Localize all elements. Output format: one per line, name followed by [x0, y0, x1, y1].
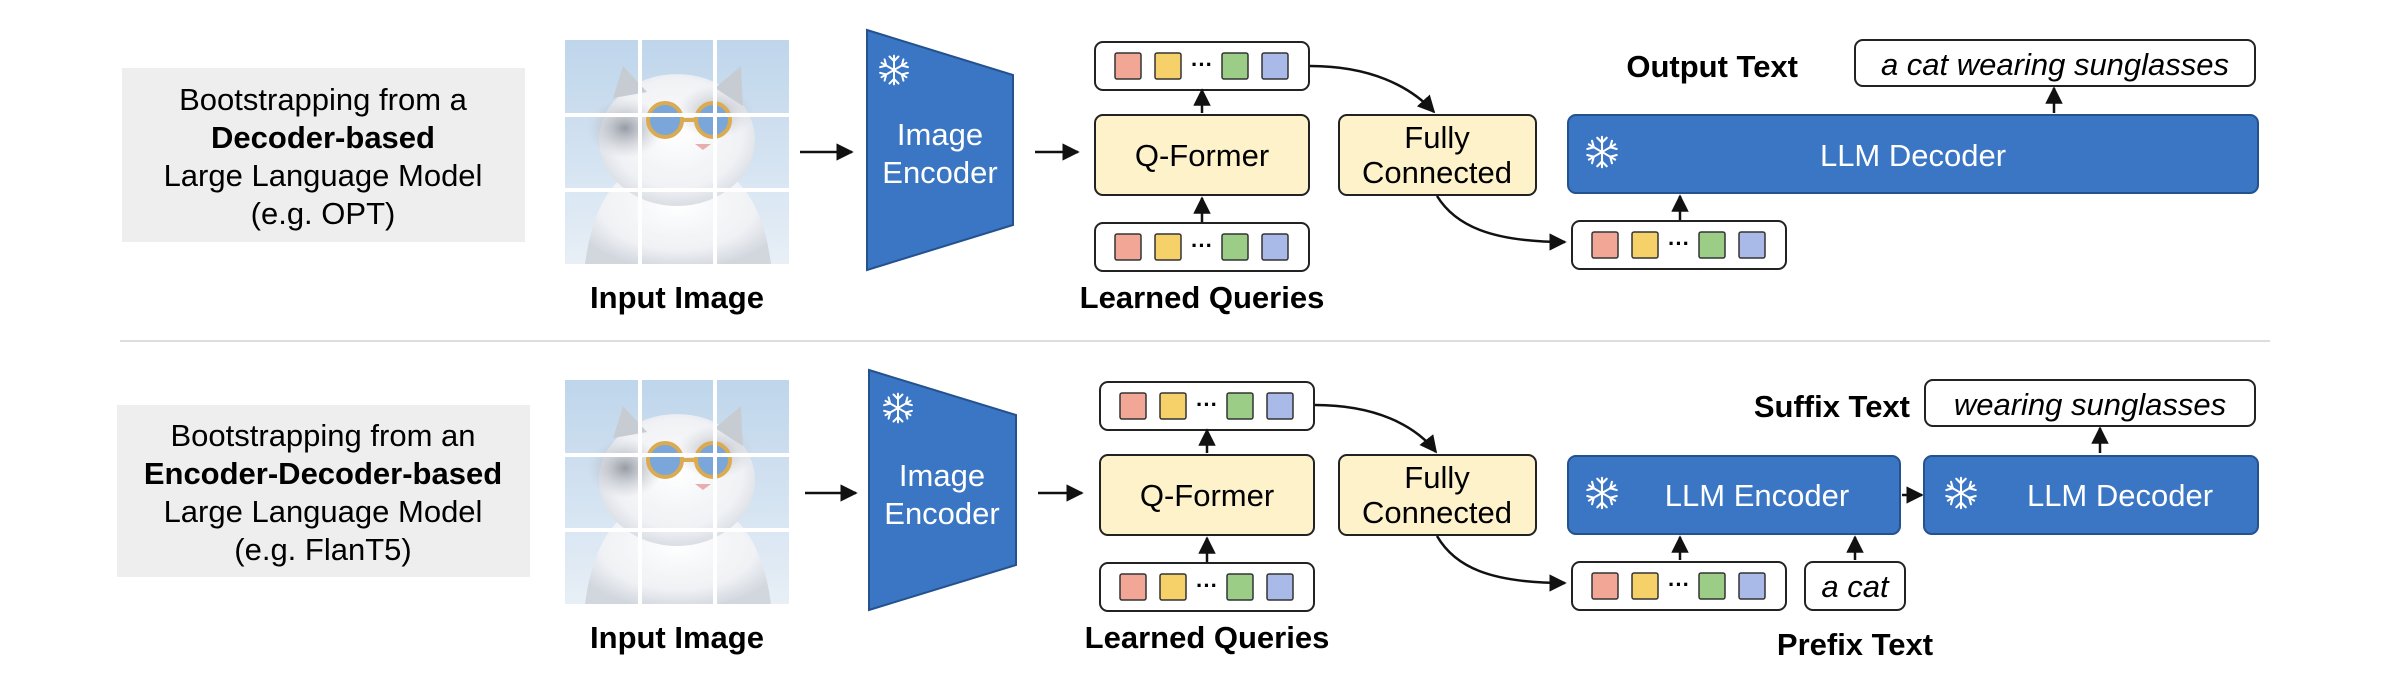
token-vector-frame — [1094, 222, 1310, 272]
query-token — [1154, 52, 1182, 80]
query-token — [1154, 233, 1182, 261]
top-llm-decoder-label: LLM Decoder — [1820, 138, 2006, 173]
query-token — [1266, 392, 1294, 420]
query-token — [1159, 392, 1187, 420]
top-soft-prompt: ··· — [1571, 220, 1787, 270]
query-token — [1631, 231, 1659, 259]
top-llm-decoder — [1567, 114, 2259, 194]
query-ellipsis: ··· — [1191, 233, 1213, 258]
bottom-fc-label-1: Fully — [1404, 460, 1470, 495]
top-caption-line-4: (e.g. OPT) — [251, 196, 396, 231]
query-token — [1221, 52, 1249, 80]
query-ellipsis: ··· — [1196, 573, 1218, 598]
query-token — [1698, 572, 1726, 600]
bottom-caption-line-1: Bootstrapping from an — [170, 418, 475, 453]
bottom-prefix-text-box — [1804, 561, 1906, 611]
query-token — [1738, 572, 1766, 600]
token-vector-frame — [1571, 220, 1787, 270]
token-vector-frame — [1571, 561, 1787, 611]
bottom-llm-encoder-label: LLM Encoder — [1665, 478, 1849, 513]
bottom-llm-encoder — [1567, 455, 1901, 535]
top-qformer-label: Q-Former — [1135, 138, 1269, 173]
bottom-arrow-queries-to-fc — [1314, 403, 1438, 454]
query-token — [1221, 233, 1249, 261]
query-token — [1261, 52, 1289, 80]
bottom-image-encoder-label-2: Encoder — [884, 496, 999, 531]
bottom-qformer-output-queries: ··· — [1099, 381, 1315, 431]
top-caption-line-3: Large Language Model — [164, 158, 483, 193]
top-arrow-queries-to-fc — [1309, 64, 1436, 114]
bottom-qformer — [1099, 454, 1315, 536]
top-learned-queries-label: Learned Queries — [1080, 280, 1325, 315]
top-caption-line-2: Decoder-based — [211, 120, 435, 155]
top-arrow-fc-to-soft-prompt — [1435, 195, 1567, 251]
query-token — [1226, 392, 1254, 420]
query-ellipsis: ··· — [1191, 52, 1213, 77]
query-token — [1631, 572, 1659, 600]
top-qformer — [1094, 114, 1310, 196]
top-image-encoder-label-2: Encoder — [882, 155, 997, 190]
top-fc-label-2: Connected — [1362, 155, 1512, 190]
bottom-input-image-label: Input Image — [590, 620, 764, 655]
bottom-image-encoder-label-1: Image — [899, 458, 985, 493]
bottom-input-image — [565, 380, 789, 604]
top-fully-connected — [1338, 114, 1537, 196]
query-ellipsis: ··· — [1196, 392, 1218, 417]
query-token — [1114, 52, 1142, 80]
bottom-caption-line-2: Encoder-Decoder-based — [144, 456, 502, 491]
top-output-text-box — [1854, 39, 2256, 87]
bottom-llm-decoder — [1923, 455, 2259, 535]
query-token — [1119, 392, 1147, 420]
query-token — [1114, 233, 1142, 261]
top-input-image-label: Input Image — [590, 280, 764, 315]
query-token — [1591, 231, 1619, 259]
top-qformer-output-queries: ··· — [1094, 41, 1310, 91]
query-token — [1738, 231, 1766, 259]
bottom-caption-box — [117, 405, 530, 577]
query-token — [1266, 573, 1294, 601]
query-token — [1698, 231, 1726, 259]
query-ellipsis: ··· — [1668, 572, 1690, 597]
bottom-suffix-text-label: Suffix Text — [1754, 389, 1910, 424]
top-learned-queries: ··· — [1094, 222, 1310, 272]
bottom-llm-decoder-label: LLM Decoder — [2027, 478, 2213, 513]
bottom-learned-queries: ··· — [1099, 562, 1315, 612]
bottom-fully-connected — [1338, 454, 1537, 536]
top-input-image — [565, 40, 789, 264]
query-token — [1261, 233, 1289, 261]
bottom-arrow-fc-to-soft-prompt — [1435, 535, 1567, 592]
top-caption-box — [122, 68, 525, 242]
bottom-suffix-text-value: wearing sunglasses — [1954, 387, 2226, 422]
top-output-text-value: a cat wearing sunglasses — [1881, 47, 2229, 82]
bottom-qformer-label: Q-Former — [1140, 478, 1274, 513]
query-token — [1226, 573, 1254, 601]
bottom-prefix-text-label: Prefix Text — [1777, 627, 1933, 662]
bottom-suffix-text-box — [1924, 379, 2256, 427]
bottom-caption-line-4: (e.g. FlanT5) — [234, 532, 411, 567]
bottom-fc-label-2: Connected — [1362, 495, 1512, 530]
query-ellipsis: ··· — [1668, 231, 1690, 256]
query-token — [1119, 573, 1147, 601]
bottom-row: Bootstrapping from an Encoder-Decoder-ba… — [117, 368, 2259, 662]
bottom-caption-line-3: Large Language Model — [164, 494, 483, 529]
top-fc-label-1: Fully — [1404, 120, 1470, 155]
top-output-text-label: Output Text — [1626, 49, 1798, 84]
bottom-learned-queries-label: Learned Queries — [1085, 620, 1330, 655]
bottom-prefix-text-value: a cat — [1821, 569, 1890, 604]
top-image-encoder-label-1: Image — [897, 117, 983, 152]
token-vector-frame — [1099, 562, 1315, 612]
query-token — [1591, 572, 1619, 600]
top-caption-line-1: Bootstrapping from a — [179, 82, 468, 117]
top-image-encoder — [866, 28, 1014, 272]
top-row: Bootstrapping from a Decoder-based Large… — [122, 28, 2259, 315]
query-token — [1159, 573, 1187, 601]
bottom-image-encoder — [868, 368, 1017, 612]
bottom-soft-prompt: ··· — [1571, 561, 1787, 611]
